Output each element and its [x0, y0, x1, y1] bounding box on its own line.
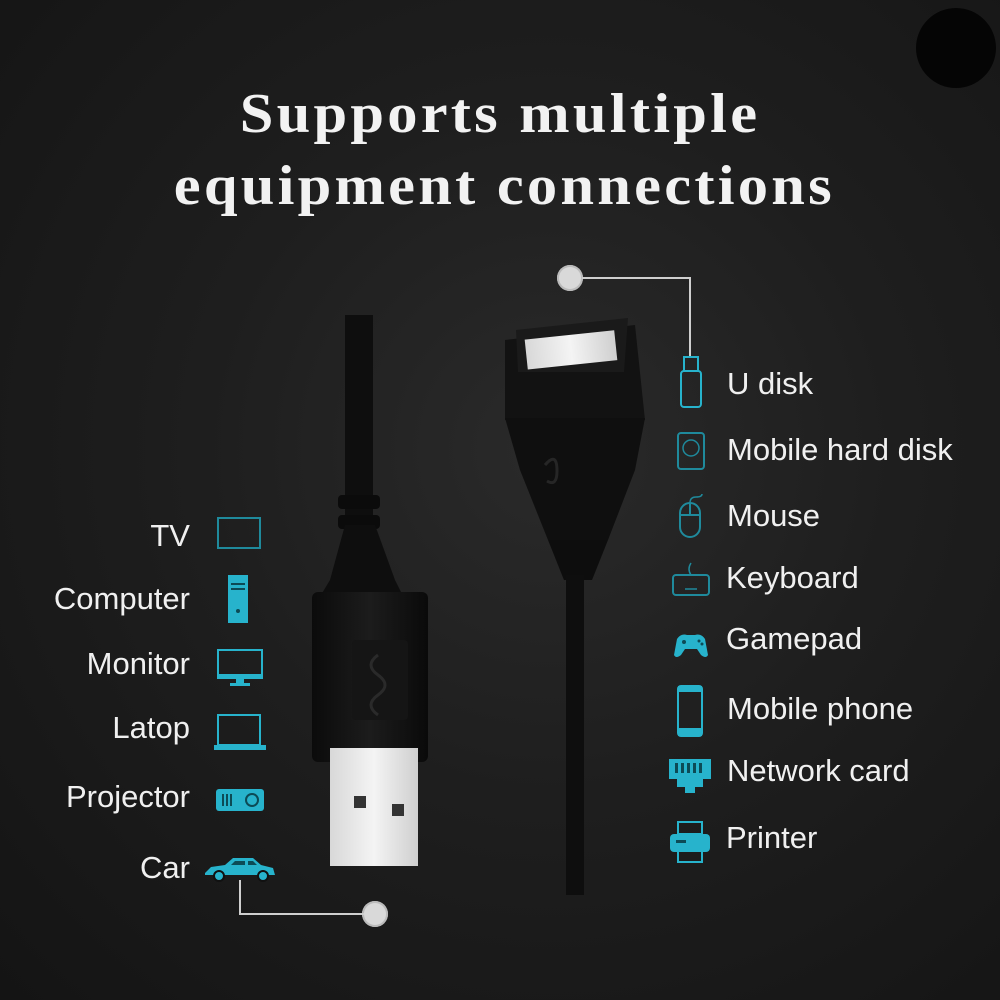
decorative-dark-spot — [916, 8, 996, 88]
callout-line-female-v — [689, 277, 691, 357]
desktop-tower-icon — [226, 573, 250, 625]
headline: Supports multiple equipment connections — [0, 78, 1000, 222]
device-label-mouse: Mouse — [727, 498, 821, 533]
mobile-phone-icon — [676, 684, 704, 738]
usb-flash-drive-icon — [679, 355, 703, 411]
laptop-icon — [212, 713, 268, 753]
callout-line-male-v — [239, 880, 241, 915]
device-label-tv: TV — [150, 518, 190, 553]
keyboard-icon — [671, 561, 711, 597]
headline-line-2: equipment connections — [173, 155, 835, 217]
device-label-printer: Printer — [726, 820, 818, 855]
gamepad-icon — [673, 631, 709, 661]
headline-line-1: Supports multiple — [239, 83, 761, 145]
callout-dot-male — [362, 901, 388, 927]
callout-line-male-h — [239, 913, 364, 915]
device-label-keyboard: Keyboard — [726, 560, 859, 595]
device-label-mobile-phone: Mobile phone — [727, 691, 914, 726]
car-icon — [201, 855, 277, 883]
network-card-icon — [667, 757, 713, 797]
mouse-icon — [677, 493, 707, 539]
device-label-mobile-hard-disk: Mobile hard disk — [727, 432, 953, 467]
callout-dot-female — [557, 265, 583, 291]
device-label-network-card: Network card — [727, 753, 910, 788]
device-label-laptop: Latop — [112, 710, 190, 745]
callout-line-female-h — [582, 277, 690, 279]
printer-icon — [668, 820, 712, 864]
device-label-car: Car — [140, 850, 190, 885]
tv-icon — [216, 516, 262, 550]
device-label-u-disk: U disk — [727, 366, 814, 401]
device-label-projector: Projector — [65, 779, 190, 814]
device-label-monitor: Monitor — [86, 646, 190, 681]
monitor-icon — [216, 648, 264, 688]
hard-disk-icon — [676, 431, 706, 471]
projector-icon — [214, 787, 266, 815]
device-label-computer: Computer — [53, 581, 190, 616]
device-label-gamepad: Gamepad — [726, 621, 863, 656]
